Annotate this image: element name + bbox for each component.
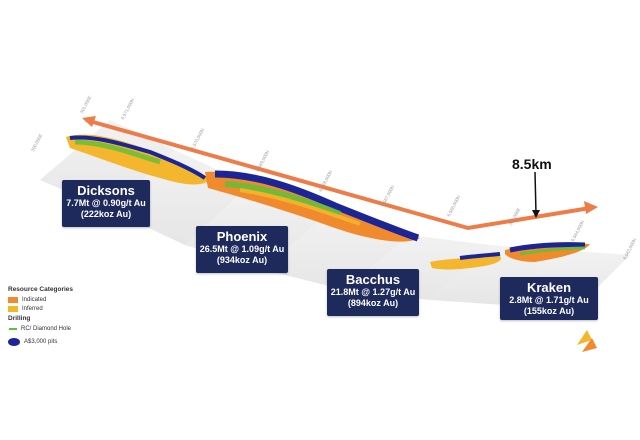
indicated-swatch [8,296,18,303]
legend-label: Inferred [22,305,43,312]
orebodies [66,134,590,270]
pit-bacchus [459,252,501,260]
deposit-name: Phoenix [216,229,268,244]
arrow-head-left [82,116,96,127]
pit-icon [8,337,20,346]
pit-dicksons [69,135,207,180]
inferred-phoenix [239,188,361,226]
distance-pointer [534,171,537,215]
legend-categories-title: Resource Categories [8,286,74,293]
deposit-ounces: (155koz Au) [523,306,575,316]
drill-hole-icon [9,327,17,330]
pit-kraken [509,242,586,253]
deposit-label-phoenix: Phoenix 26.5Mt @ 1.09g/t Au (934koz Au) [196,226,288,273]
distance-arrow [82,116,598,231]
deposit-name: Bacchus [345,272,401,287]
drill-dicksons [74,139,161,165]
legend: Resource Categories Indicated Inferred D… [8,284,128,346]
arrow-head-right [584,201,598,214]
orebody-bacchus [430,256,501,270]
legend-item-rc-diamond: RC/ Diamond Hole [8,324,128,333]
deposit-name: Kraken [526,280,572,295]
legend-drilling-title: Drilling [8,315,31,322]
deposit-grade: 26.5Mt @ 1.09g/t Au [199,244,285,254]
legend-label: A$3,000 pits [24,338,58,345]
legend-item-pits: A$3,000 pits [8,337,128,346]
deposit-grade: 7.7Mt @ 0.90g/t Au [66,198,146,208]
distance-line [85,118,591,231]
distance-pointer-head [532,210,540,218]
pit-phoenix [214,170,420,242]
deposit-label-bacchus: Bacchus 21.8Mt @ 1.27g/t Au (894koz Au) [327,269,419,316]
deposit-label-kraken: Kraken 2.8Mt @ 1.71g/t Au (155koz Au) [500,277,598,320]
deposit-ounces: (894koz Au) [347,298,399,308]
distance-label: 8.5km [512,156,552,172]
legend-item-inferred: Inferred [8,304,128,313]
company-logo [577,330,597,352]
legend-item-indicated: Indicated [8,295,128,304]
deposit-ounces: (222koz Au) [80,209,132,219]
drill-phoenix [224,181,342,217]
inferred-swatch [8,305,18,312]
legend-label: Indicated [22,296,47,303]
deposit-grade: 21.8Mt @ 1.27g/t Au [330,287,416,297]
deposit-grade: 2.8Mt @ 1.71g/t Au [509,295,589,305]
legend-label: RC/ Diamond Hole [21,325,72,332]
deposit-ounces: (934koz Au) [216,255,268,265]
deposit-name: Dicksons [77,183,135,198]
deposit-label-dicksons: Dicksons 7.7Mt @ 0.90g/t Au (222koz Au) [62,180,150,227]
drill-kraken [519,246,586,256]
